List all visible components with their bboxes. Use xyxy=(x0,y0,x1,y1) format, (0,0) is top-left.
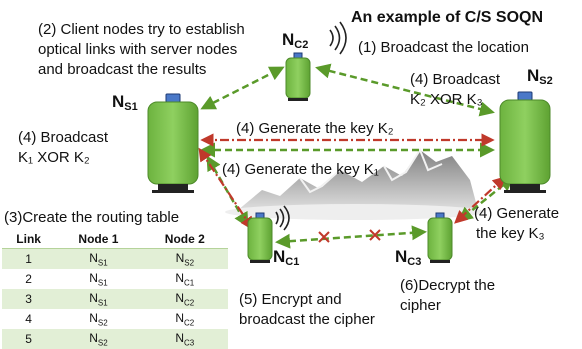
broadcast-wave-icon xyxy=(329,21,347,55)
node1-cell: NS1 xyxy=(55,289,142,309)
routing-table-title: (3)Create the routing table xyxy=(4,209,180,226)
node2-cell: NC3 xyxy=(141,329,228,349)
client-node-c2 xyxy=(285,52,311,101)
link-nc1-nc3-failed xyxy=(275,225,427,249)
table-row: 4 NS2 NC2 xyxy=(2,309,228,329)
node2-cell: NS2 xyxy=(141,248,228,269)
link-ns1-nc2 xyxy=(200,66,285,110)
mountain-illustration xyxy=(225,147,485,220)
note-encrypt-2: broadcast the cipher xyxy=(239,311,375,328)
label-nc3: NC3 xyxy=(395,247,422,268)
note-generate-k1: (4) Generate the key K₁ xyxy=(222,161,379,178)
client-node-c3 xyxy=(427,212,453,263)
note-client-try-2: optical links with server nodes xyxy=(38,41,238,58)
table-row: 3 NS1 NC2 xyxy=(2,289,228,309)
note-generate-k2: (4) Generate the key K₂ xyxy=(236,120,394,137)
network-diagram xyxy=(147,21,551,263)
note-generate-k3-2: the key K₃ xyxy=(476,225,545,242)
note-broadcast-location: (1) Broadcast the location xyxy=(358,39,529,56)
link-cell: 2 xyxy=(25,272,32,286)
node2-cell: NC2 xyxy=(141,289,228,309)
label-nc2: NC2 xyxy=(282,30,309,51)
node2-cell: NC2 xyxy=(175,310,195,328)
node2-cell: NC1 xyxy=(175,270,195,288)
table-row: 5 NS2 NC3 xyxy=(2,329,228,349)
routing-table: Link Node 1 Node 2 1 NS1 NS2 2 NS1 NC1 3… xyxy=(2,229,228,349)
note-encrypt-1: (5) Encrypt and xyxy=(239,291,342,308)
node1-cell: NS1 xyxy=(55,248,142,269)
note-client-try-1: (2) Client nodes try to establish xyxy=(38,21,245,38)
note-decrypt-1: (6)Decrypt the xyxy=(400,277,496,294)
note-ns2-broadcast-1: (4) Broadcast xyxy=(410,71,501,88)
node1-cell: NS1 xyxy=(89,270,108,288)
server-node-s1 xyxy=(147,93,199,193)
broadcast-wave-icon xyxy=(275,205,290,231)
link-cell: 4 xyxy=(25,312,32,326)
diagram-title: An example of C/S SOQN xyxy=(351,9,544,26)
note-ns2-broadcast-2: K₂ XOR K₃ xyxy=(410,91,483,108)
link-cell: 5 xyxy=(2,329,56,349)
link-cell: 1 xyxy=(2,248,56,269)
routing-table-header: Link Node 1 Node 2 xyxy=(2,229,228,249)
note-decrypt-2: cipher xyxy=(400,297,441,314)
node1-cell: NS2 xyxy=(55,329,142,349)
column-header: Node 1 xyxy=(55,229,142,249)
link-failure-marks xyxy=(318,229,381,243)
column-header: Node 2 xyxy=(141,229,228,249)
key-links xyxy=(198,133,506,231)
table-row: 1 NS1 NS2 xyxy=(2,248,228,269)
link-nc2-ns2 xyxy=(315,63,495,117)
key-link-k3 xyxy=(454,176,506,224)
table-row: 2 NS1 NC1 xyxy=(2,269,228,289)
link-cell: 3 xyxy=(2,289,56,309)
note-ns1-broadcast-1: (4) Broadcast xyxy=(18,129,109,146)
column-header: Link xyxy=(2,229,56,249)
note-ns1-broadcast-2: K₁ XOR K₂ xyxy=(18,149,90,166)
key-link-k1 xyxy=(198,147,254,231)
note-generate-k3-1: (4) Generate xyxy=(474,205,560,222)
label-ns1: NS1 xyxy=(112,92,138,113)
note-client-try-3: and broadcast the results xyxy=(38,61,207,78)
label-nc1: NC1 xyxy=(273,247,300,268)
client-node-c1 xyxy=(247,212,273,263)
server-node-s2 xyxy=(499,91,551,193)
label-ns2: NS2 xyxy=(527,66,553,87)
node1-cell: NS2 xyxy=(89,310,108,328)
